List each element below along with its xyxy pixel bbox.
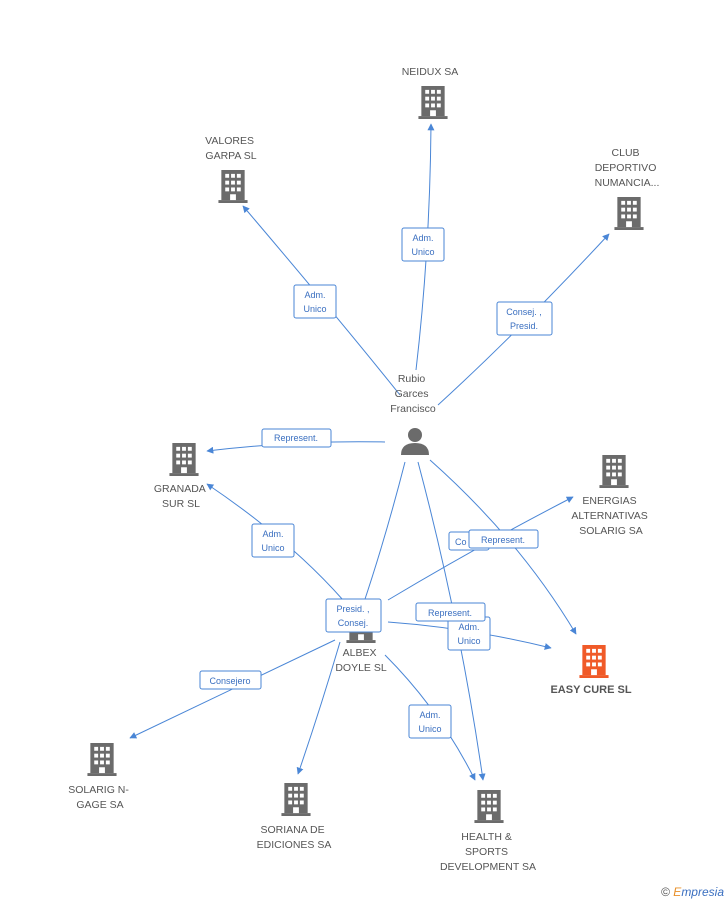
edge-label-line: Represent.: [274, 433, 318, 443]
edge-label-albex[interactable]: Presid. , Consej.: [325, 598, 382, 633]
label-line: SUR SL: [162, 498, 200, 510]
label-line: SPORTS: [465, 846, 508, 858]
label-line: NUMANCIA...: [595, 177, 660, 189]
copyright-symbol: ©: [661, 885, 670, 899]
label-line: DEPORTIVO: [595, 162, 657, 174]
edge-label-line: Adm.: [262, 529, 283, 539]
empresia-logo[interactable]: © Empresia: [661, 885, 724, 899]
building-icon-soriana[interactable]: [281, 783, 311, 816]
edge-label-line: Adm.: [304, 290, 325, 300]
svg-text:Adm.Unico: Adm. Unico: [303, 290, 326, 314]
edge-label-line: Presid. ,: [336, 604, 369, 614]
svg-text:Represent.: Represent.: [274, 433, 318, 443]
label-line: ENERGIAS: [582, 495, 636, 507]
edge-label-line: Represent.: [428, 608, 472, 618]
svg-text:Adm.Unico: Adm. Unico: [418, 710, 441, 734]
edge-label-line: Unico: [261, 543, 284, 553]
brand-name: mpresia: [681, 885, 724, 899]
edge-label-line: Adm.: [419, 710, 440, 720]
edge-line-albex-soriana: [296, 641, 341, 775]
building-icon-energias[interactable]: [599, 455, 629, 488]
edge-label-granada-adm[interactable]: Adm. Unico: [251, 523, 295, 558]
label-line: HEALTH &: [461, 831, 512, 843]
person-name-line: Garces: [395, 388, 429, 400]
svg-text:Represent.: Represent.: [481, 535, 525, 545]
edge-label-health[interactable]: Adm. Unico: [408, 704, 452, 739]
edge-label-line: Adm.: [458, 622, 479, 632]
company-label-albex: ALBEX DOYLE SL: [335, 647, 387, 674]
label-line: DEVELOPMENT SA: [440, 861, 536, 873]
edge-label-line: Adm.: [412, 233, 433, 243]
building-icon-health[interactable]: [474, 790, 504, 823]
label-line: CLUB: [612, 147, 640, 159]
building-icon-easycure[interactable]: [579, 645, 609, 678]
person-node[interactable]: Rubio Garces Francisco: [390, 373, 436, 455]
edge-label-easy-adm[interactable]: Adm. Unico: [447, 616, 491, 651]
building-icon-neidux[interactable]: [418, 86, 448, 119]
person-name-line: Francisco: [390, 403, 436, 415]
company-label-energias: ENERGIAS ALTERNATIVAS SOLARIG SA: [571, 495, 650, 537]
person-name: Rubio Garces Francisco: [390, 373, 436, 415]
edge-label-easy-rep[interactable]: Represent.: [415, 602, 486, 622]
edge-label-club[interactable]: Consej. , Presid.: [496, 301, 553, 336]
svg-text:Presid. ,Consej.: Presid. , Consej.: [336, 604, 369, 628]
edge-label-granada-rep[interactable]: Represent.: [261, 428, 332, 448]
company-label-valores: VALORES GARPA SL: [205, 135, 257, 162]
person-icon: [401, 428, 429, 455]
edge-label-line: Presid.: [510, 321, 538, 331]
edge-label-line: Unico: [457, 636, 480, 646]
company-label-club: CLUB DEPORTIVO NUMANCIA...: [595, 147, 660, 189]
edge-label-line: Unico: [418, 724, 441, 734]
building-icon-solarig[interactable]: [87, 743, 117, 776]
building-icon-club[interactable]: [614, 197, 644, 230]
company-nodes: [87, 86, 644, 823]
label-line: VALORES: [205, 135, 254, 147]
label-line: DOYLE SL: [335, 662, 387, 674]
label-line: SORIANA DE: [260, 824, 324, 836]
svg-text:Consej. ,Presid.: Consej. , Presid.: [506, 307, 542, 331]
edge-line-person-albex: [361, 461, 406, 609]
label-line: ALTERNATIVAS: [571, 510, 647, 522]
company-label-neidux: NEIDUX SA: [402, 66, 459, 78]
company-label-health: HEALTH & SPORTS DEVELOPMENT SA: [440, 831, 536, 873]
person-name-line: Rubio: [398, 373, 426, 385]
label-line: ALBEX: [343, 647, 377, 659]
building-icon-granada[interactable]: [169, 443, 199, 476]
company-label-solarig: SOLARIG N- GAGE SA: [68, 784, 132, 811]
edge-label-solarig[interactable]: Consejero: [199, 670, 262, 690]
label-line: EASY CURE SL: [550, 684, 631, 696]
edge-label-neidux[interactable]: Adm. Unico: [401, 227, 445, 262]
svg-text:Adm.Unico: Adm. Unico: [457, 622, 480, 646]
edge-label-line: Consej.: [338, 618, 369, 628]
edge-label-line: Consej. ,: [506, 307, 542, 317]
company-label-granada: GRANADA SUR SL: [154, 483, 208, 510]
svg-text:Co: Co: [455, 537, 467, 547]
svg-text:Consejero: Consejero: [209, 676, 250, 686]
edge-label-valores[interactable]: Adm. Unico: [293, 284, 337, 319]
building-icon-valores[interactable]: [218, 170, 248, 203]
edge-label-line: Co: [455, 537, 467, 547]
label-line: GARPA SL: [205, 150, 256, 162]
svg-text:Adm.Unico: Adm. Unico: [261, 529, 284, 553]
brand-initial: E: [673, 885, 682, 899]
svg-text:Adm.Unico: Adm. Unico: [411, 233, 434, 257]
label-line: EDICIONES SA: [257, 839, 332, 851]
edge-label-line: Consejero: [209, 676, 250, 686]
label-line: SOLARIG N-: [68, 784, 129, 796]
edge-labels: Adm. Unico Adm. Unico Consej. , Presid. Rep…: [199, 227, 553, 739]
svg-text:Represent.: Represent.: [428, 608, 472, 618]
label-line: GRANADA: [154, 483, 206, 495]
label-line: SOLARIG SA: [579, 525, 643, 537]
edge-label-line: Represent.: [481, 535, 525, 545]
edge-label-energias-rep[interactable]: Represent.: [468, 529, 539, 549]
label-line: GAGE SA: [76, 799, 123, 811]
label-line: NEIDUX SA: [402, 66, 459, 78]
company-labels: NEIDUX SA VALORES GARPA SL CLUB DEPORTIV…: [68, 66, 659, 873]
edge-label-line: Unico: [411, 247, 434, 257]
edge-label-line: Unico: [303, 304, 326, 314]
company-label-easycure: EASY CURE SL: [550, 684, 631, 696]
company-label-soriana: SORIANA DE EDICIONES SA: [257, 824, 332, 851]
